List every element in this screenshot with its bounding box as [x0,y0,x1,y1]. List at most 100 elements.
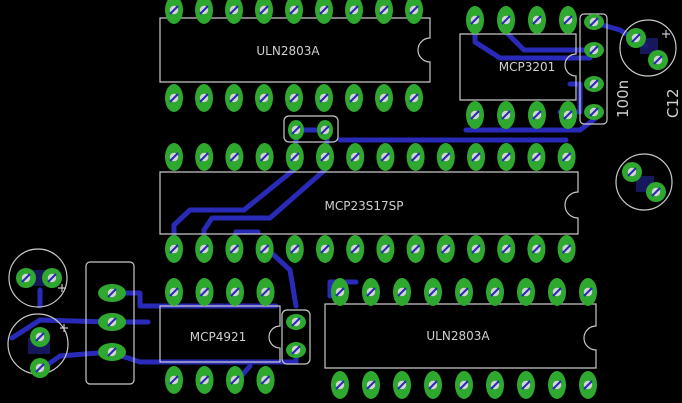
pad [256,366,275,394]
pad [316,235,334,263]
ic-u-bottom-left: MCP4921 [159,305,281,363]
ic-u-top-left: ULN2803A [159,17,431,83]
pad [255,0,273,24]
pad [557,143,576,171]
pad-via-mark [319,93,329,103]
pad [285,143,304,171]
pad-via-mark [107,347,117,357]
pad-via-mark [289,5,299,15]
pad [579,278,597,306]
pad [559,101,577,129]
pad-via-mark [501,152,511,162]
pad-via-mark [35,363,45,373]
pad [455,278,473,306]
pad-via-mark [290,244,300,254]
pad [331,371,349,399]
pad-via-mark [229,93,239,103]
pad-via-mark [410,244,421,254]
trace [9,317,113,341]
pad [405,0,423,24]
pad [225,84,243,112]
pad [315,84,333,112]
pad [528,101,546,129]
pad [286,314,306,330]
ic-body-outline [459,33,577,101]
ic-u-middle: MCP23S17SP [159,171,579,235]
pad [346,235,365,263]
electrolytic-cap-outline [615,153,673,211]
pad-via-mark [589,107,599,117]
pad-via-mark [397,380,407,390]
pad-via-mark [349,93,359,103]
pad-via-mark [397,287,407,297]
pad-via-mark [441,244,451,254]
pad-via-mark [501,244,511,254]
pad-via-mark [169,152,179,162]
pad-via-mark [320,125,330,135]
pad [375,0,393,24]
pad [486,371,504,399]
pad-via-mark [349,5,359,15]
pad-via-mark [199,5,209,15]
pad [436,143,455,171]
pad [195,235,214,263]
pad [406,143,425,171]
ic-u-top-right: MCP3201 [459,33,577,101]
pad-via-mark [379,5,389,15]
pad-via-mark [521,287,531,297]
pad-via-mark [259,93,269,103]
pad [527,235,546,263]
pad-via-mark [583,380,593,390]
pad-via-mark [501,15,511,25]
pad-via-mark [459,380,469,390]
pad-via-mark [563,15,573,25]
ic-u-bottom-right: ULN2803A [324,303,597,369]
pad-via-mark [350,244,360,254]
pad [255,143,274,171]
pad [559,6,577,34]
pad-via-mark [471,244,481,254]
pad [527,143,546,171]
pad-via-mark [319,5,329,15]
pad [195,278,214,306]
pad-via-mark [532,110,542,120]
pad [285,0,303,24]
pad-via-mark [229,244,240,254]
cap-ref-label: C12 [664,88,682,118]
pad [165,0,183,24]
pad [497,6,515,34]
pad-via-mark [470,15,480,25]
pad [517,278,535,306]
cap-polarity-mark [60,324,68,332]
pad-via-mark [561,152,572,162]
pad-via-mark [459,287,469,297]
pad-via-mark [335,287,345,297]
pad-via-mark [552,287,562,297]
pad-via-mark [335,380,345,390]
pad-via-mark [107,317,117,327]
pad [255,235,274,263]
pad-via-mark [589,45,599,55]
cap-polarity-mark [662,30,670,38]
pad [286,342,306,358]
trace [463,112,603,133]
pad-via-mark [409,93,419,103]
pad [195,0,213,24]
cap-body-outline [283,115,339,143]
cap-polarity-mark [58,284,66,292]
pad [225,235,244,263]
pad-via-mark [441,152,451,162]
pad-via-mark [47,273,57,283]
pad [98,284,126,302]
pad [317,120,333,140]
pad [331,278,349,306]
pad-via-mark [230,375,240,385]
pad [393,278,411,306]
pad-via-mark [366,380,376,390]
pad [98,343,126,361]
pad-via-mark [631,33,641,43]
pad [528,6,546,34]
electrolytic-cap-outline [619,19,677,77]
pad-via-mark [589,79,599,89]
pad [376,235,395,263]
